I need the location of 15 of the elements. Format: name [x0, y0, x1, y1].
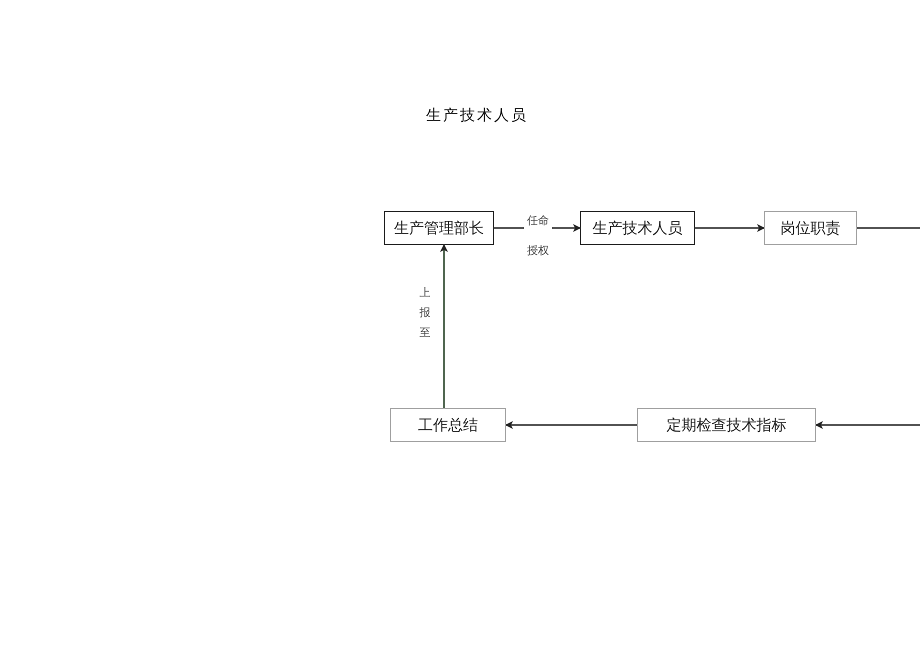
process-box	[390, 408, 506, 442]
process-box	[384, 211, 494, 245]
box-label: 生产技术人员	[592, 220, 682, 238]
box-label: 工作总结	[418, 416, 478, 434]
box-label: 岗位职责	[780, 220, 840, 238]
process-box	[637, 408, 816, 442]
arrow	[695, 224, 765, 232]
box-label: 定期检查技术指标	[666, 416, 786, 434]
arrow	[815, 421, 920, 429]
title: 生产技术人员	[426, 108, 528, 124]
arrow	[505, 421, 637, 429]
box-label: 生产管理部长	[394, 220, 484, 238]
process-box	[580, 211, 695, 245]
arrow	[440, 244, 448, 408]
process-box	[764, 211, 857, 245]
